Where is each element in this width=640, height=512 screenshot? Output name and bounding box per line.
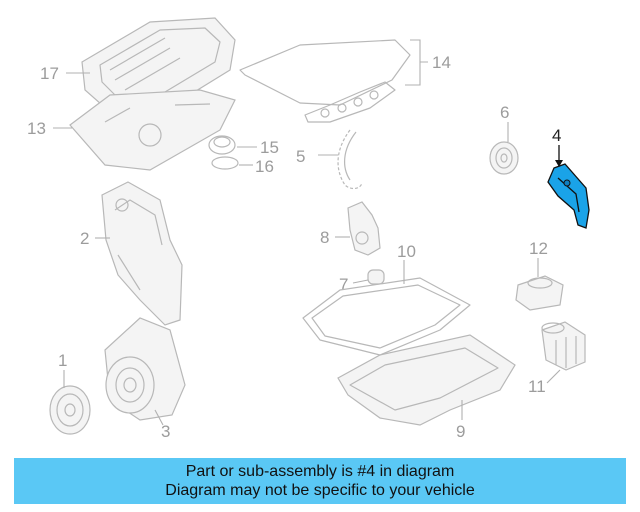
callout-6: 6 (500, 103, 509, 122)
part-1-crank-pulley (49, 385, 91, 435)
part-6-pulley (489, 141, 519, 175)
part-15-filler-cap (208, 135, 236, 155)
part-14-cover-gasket (239, 39, 411, 123)
callout-3: 3 (161, 422, 170, 441)
part-2-timing-cover (101, 181, 183, 326)
part-3-lower-cover (104, 317, 186, 421)
banner-line-1: Part or sub-assembly is #4 in diagram (185, 463, 455, 480)
callout-7: 7 (339, 275, 348, 294)
part-8-tensioner (347, 201, 381, 256)
callout-11: 11 (528, 377, 546, 396)
callout-1: 1 (58, 351, 67, 370)
part-7-plug (367, 269, 385, 285)
callout-16: 16 (255, 157, 274, 176)
part-10-pan-gasket (302, 277, 471, 356)
callout-5: 5 (296, 147, 305, 166)
callout-8: 8 (320, 228, 329, 247)
info-banner: Part or sub-assembly is #4 in diagram Di… (14, 458, 626, 504)
part-12-mount (515, 275, 564, 311)
callout-17: 17 (40, 64, 59, 83)
part-4-bracket-highlighted (547, 163, 590, 229)
part-13-cover-assembly (69, 89, 236, 171)
banner-line-2: Diagram may not be specific to your vehi… (165, 482, 475, 499)
part-16-cap-seal (211, 156, 239, 170)
part-17-valve-cover (81, 17, 236, 113)
part-9-oil-pan (337, 334, 516, 426)
callout-9: 9 (456, 422, 465, 441)
callout-10: 10 (397, 242, 416, 261)
callout-2: 2 (80, 229, 89, 248)
callout-14: 14 (432, 53, 451, 72)
part-11-oil-filter (541, 321, 586, 371)
callout-15: 15 (260, 138, 279, 157)
callout-13: 13 (27, 119, 46, 138)
parts-diagram: 17 13 15 16 14 5 8 7 (27, 17, 590, 441)
part-5-timing-chain (337, 129, 363, 190)
callout-4: 4 (552, 126, 561, 145)
callout-12: 12 (529, 239, 548, 258)
